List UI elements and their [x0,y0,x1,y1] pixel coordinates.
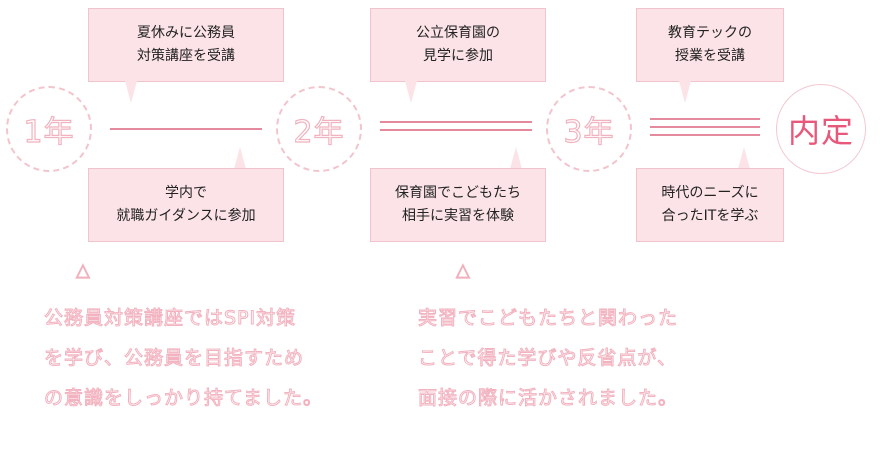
callout-bottom-year2: 保育園でこどもたち 相手に実習を体験 [370,168,546,242]
offer-label: 内定 [787,112,854,150]
triangle-marker-icon: △ [456,260,471,281]
callout-line: 相手に実習を体験 [402,208,514,224]
callout-line: 公立保育園の [416,25,500,41]
callout-top-year1: 夏休みに公務員 対策講座を受講 [88,8,284,82]
callout-tail [125,81,137,103]
callout-top-year2: 公立保育園の 見学に参加 [370,8,546,82]
callout-line: 合ったITを学ぶ [661,208,759,224]
callout-bottom-year1: 学内で 就職ガイダンスに参加 [88,168,284,242]
callout-tail [510,147,522,169]
year-2-label: 2年 [293,114,345,150]
comment-right: 実習でこどもたちと関わった ことで得た学びや反省点が、 面接の際に活かされました… [417,298,679,418]
callout-bottom-year3: 時代のニーズに 合ったITを学ぶ [636,168,784,242]
year-3-label: 3年 [563,114,615,150]
connector-line [380,121,532,123]
callout-line: 保育園でこどもたち [395,185,521,201]
comment-line: 公務員対策講座ではSPI対策 [43,307,297,330]
comment-left: 公務員対策講座ではSPI対策 を学び、公務員を目指すため の意識をしっかり持てま… [43,298,324,418]
year-3-circle: 3年 [546,86,632,172]
comment-line: の意識をしっかり持てました。 [43,387,324,410]
callout-line: 学内で [165,185,207,201]
connector-line [380,129,532,131]
comment-line: を学び、公務員を目指すため [43,347,305,370]
comment-line: 面接の際に活かされました。 [417,387,679,410]
callout-line: 対策講座を受講 [137,48,235,64]
offer-circle: 内定 [776,84,866,174]
callout-tail [679,81,691,103]
connector-line [650,118,760,120]
callout-tail [234,147,246,169]
connector-line [110,128,262,130]
year-1-label: 1年 [23,114,75,150]
comment-line: 実習でこどもたちと関わった [417,307,679,330]
callout-line: 教育テックの [668,25,752,41]
callout-line: 時代のニーズに [661,185,759,201]
year-1-circle: 1年 [6,86,92,172]
callout-top-year3: 教育テックの 授業を受講 [636,8,784,82]
callout-line: 見学に参加 [423,48,493,64]
callout-line: 夏休みに公務員 [137,25,235,41]
connector-line [650,134,760,136]
triangle-marker-icon: △ [76,260,91,281]
connector-line [650,126,760,128]
callout-line: 授業を受講 [675,48,745,64]
callout-tail [405,81,417,103]
callout-tail [738,147,750,169]
year-2-circle: 2年 [276,86,362,172]
callout-line: 就職ガイダンスに参加 [116,208,256,224]
comment-line: ことで得た学びや反省点が、 [417,347,678,370]
